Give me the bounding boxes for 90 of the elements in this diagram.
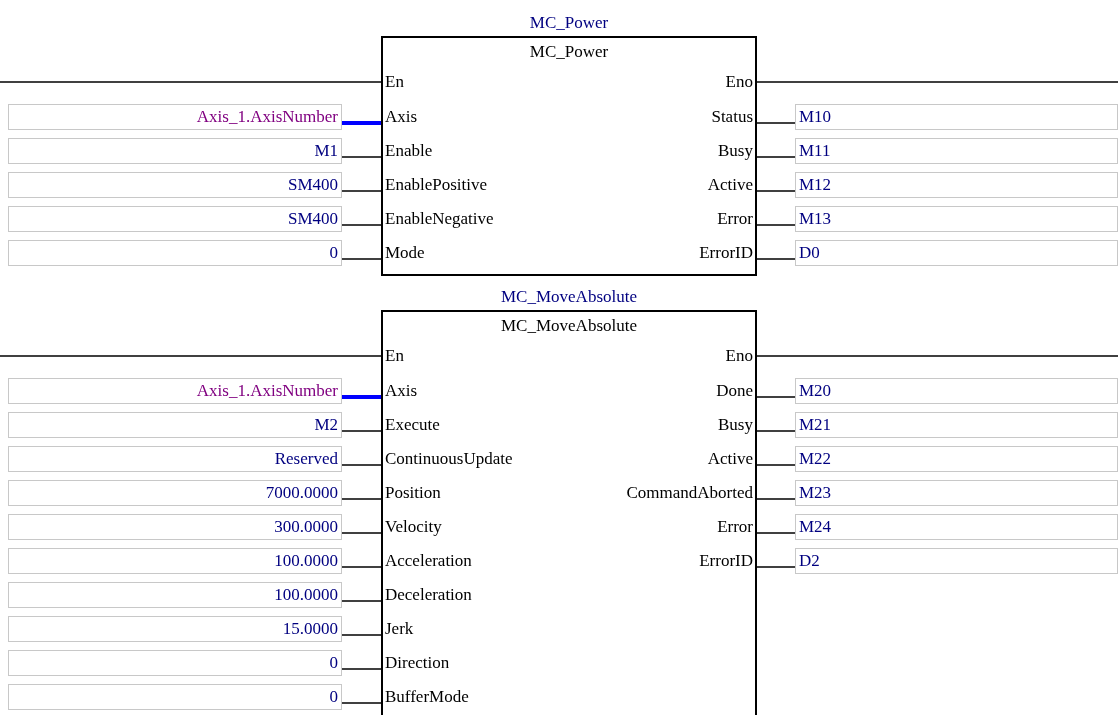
output-pin-label: Active [707,449,753,469]
output-value-field: M10 [795,104,1118,130]
connection-wire [756,355,1118,357]
input-pin-label: Enable [385,141,433,161]
connection-wire [756,156,796,158]
input-pin-label: Velocity [385,517,442,537]
connection-wire [341,634,382,636]
connection-wire [341,156,382,158]
output-value-field: M22 [795,446,1118,472]
output-value-field: M24 [795,514,1118,540]
connection-wire [756,81,1118,83]
connection-wire [341,430,382,432]
connection-wire [756,258,796,260]
connection-wire [756,566,796,568]
input-value-field: 0 [8,240,342,266]
block-instance-name: MC_MoveAbsolute [500,287,638,307]
input-pin-label: EnableNegative [385,209,494,229]
input-pin-label: En [385,72,404,92]
connection-wire [756,532,796,534]
connection-wire [341,600,382,602]
block-type-title: MC_MoveAbsolute [500,316,638,336]
input-pin-label: Direction [385,653,450,673]
input-pin-label: Position [385,483,441,503]
connection-wire [0,81,382,83]
output-pin-label: Status [711,107,753,127]
connection-wire [341,566,382,568]
input-pin-label: Acceleration [385,551,472,571]
input-value-field: 100.0000 [8,582,342,608]
input-value-field: 300.0000 [8,514,342,540]
output-value-field: D0 [795,240,1118,266]
connection-wire [341,702,382,704]
input-value-field: SM400 [8,172,342,198]
connection-wire [756,498,796,500]
input-pin-label: Deceleration [385,585,472,605]
input-value-field: 15.0000 [8,616,342,642]
input-value-field: M2 [8,412,342,438]
output-value-field: M12 [795,172,1118,198]
connection-wire [341,190,382,192]
input-pin-label: Axis [385,107,418,127]
block-type-title: MC_Power [528,42,610,62]
connection-wire [0,355,382,357]
input-value-field: 100.0000 [8,548,342,574]
connection-wire [342,121,381,125]
output-pin-label: Eno [725,72,753,92]
input-value-field: 0 [8,650,342,676]
connection-wire [341,224,382,226]
connection-wire [756,190,796,192]
output-pin-label: Eno [725,346,753,366]
output-pin-label: CommandAborted [626,483,753,503]
output-pin-label: ErrorID [699,551,753,571]
input-value-field: Axis_1.AxisNumber [8,378,342,404]
connection-wire [341,668,382,670]
input-pin-label: En [385,346,404,366]
output-pin-label: Busy [718,141,753,161]
input-pin-label: BufferMode [385,687,469,707]
input-value-field: M1 [8,138,342,164]
input-pin-label: Jerk [385,619,414,639]
block-instance-name: MC_Power [528,13,610,33]
connection-wire [341,532,382,534]
connection-wire [341,464,382,466]
output-pin-label: Error [717,517,753,537]
input-value-field: Reserved [8,446,342,472]
connection-wire [756,430,796,432]
connection-wire [341,498,382,500]
input-pin-label: EnablePositive [385,175,487,195]
output-value-field: M20 [795,378,1118,404]
output-value-field: M11 [795,138,1118,164]
input-value-field: 7000.0000 [8,480,342,506]
output-value-field: M21 [795,412,1118,438]
input-pin-label: ContinuousUpdate [385,449,513,469]
connection-wire [756,396,796,398]
connection-wire [342,395,381,399]
output-pin-label: Error [717,209,753,229]
input-pin-label: Mode [385,243,425,263]
input-value-field: SM400 [8,206,342,232]
input-value-field: 0 [8,684,342,710]
output-value-field: D2 [795,548,1118,574]
connection-wire [756,464,796,466]
input-pin-label: Execute [385,415,440,435]
output-pin-label: ErrorID [699,243,753,263]
connection-wire [756,122,796,124]
output-pin-label: Active [707,175,753,195]
output-pin-label: Done [716,381,753,401]
output-value-field: M13 [795,206,1118,232]
input-value-field: Axis_1.AxisNumber [8,104,342,130]
output-pin-label: Busy [718,415,753,435]
connection-wire [756,224,796,226]
connection-wire [341,258,382,260]
input-pin-label: Axis [385,381,418,401]
output-value-field: M23 [795,480,1118,506]
